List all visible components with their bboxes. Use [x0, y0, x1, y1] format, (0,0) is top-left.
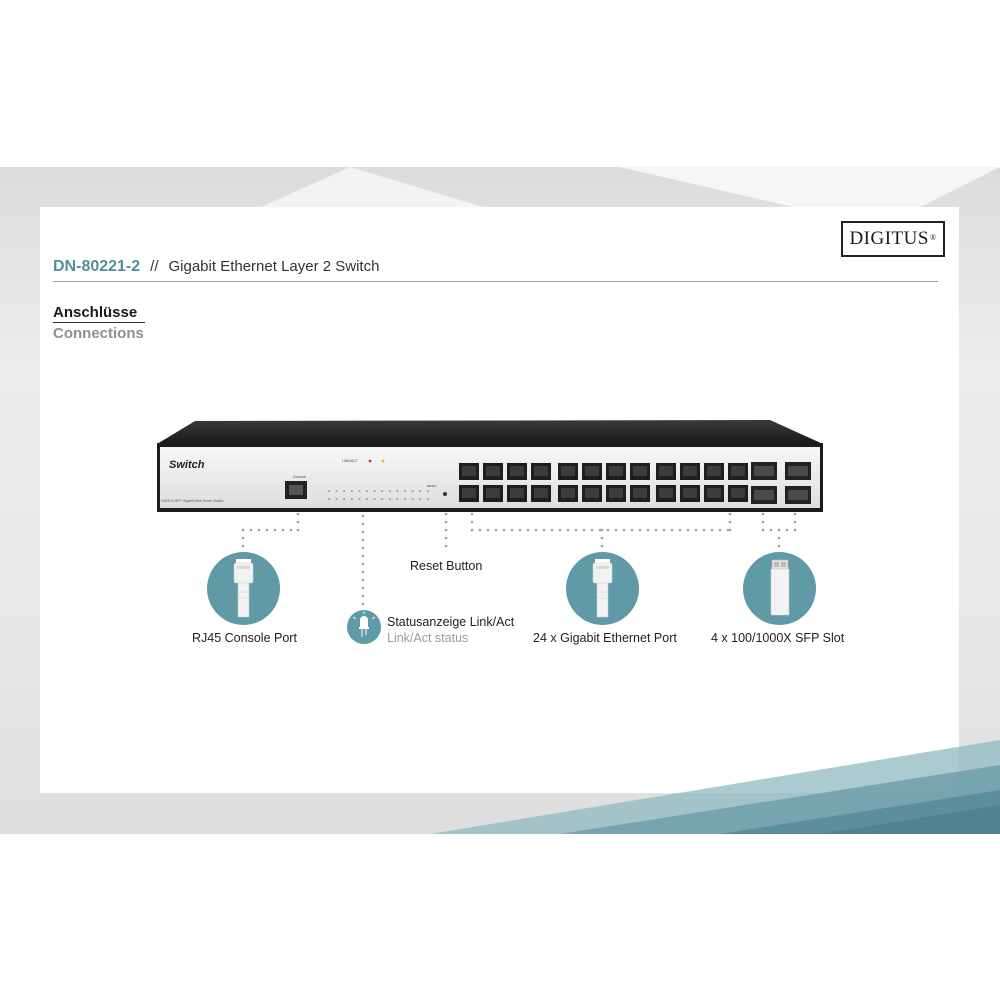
switch-top [157, 420, 823, 444]
ethernet-port-jack [609, 466, 623, 476]
status-led [388, 498, 391, 500]
legend-led-red [368, 459, 372, 463]
status-led [404, 490, 406, 492]
ethernet-port-jack [534, 466, 548, 476]
sfp-slots [751, 462, 811, 504]
ethernet-port-jack [731, 466, 745, 476]
ethernet-ports [459, 463, 748, 502]
sfp-callout-label: 4 x 100/1000X SFP Slot [711, 631, 845, 645]
ethernet-port-jack [659, 488, 673, 498]
sfp-slot-opening [788, 490, 808, 500]
status-led [419, 490, 422, 492]
status-callout-label-de: Statusanzeige Link/Act [387, 615, 515, 629]
reset-callout-label: Reset Button [410, 559, 483, 573]
ethernet-port-jack [561, 488, 575, 498]
switch-device: Switch 24GE+4 SFP Gigabit Web Smart Swit… [157, 420, 823, 512]
sfp-slot-opening [754, 490, 774, 500]
legend-led-amber [381, 459, 385, 463]
status-led [396, 490, 399, 492]
product-name: Gigabit Ethernet Layer 2 Switch [168, 258, 380, 275]
rj45-plug-icon [233, 559, 254, 618]
status-led [411, 498, 414, 500]
switch-brand-label: Switch [169, 459, 205, 471]
ethernet-port-jack [510, 488, 524, 498]
status-led [366, 490, 368, 492]
status-led [381, 490, 384, 492]
ethernet-port-jack [633, 466, 647, 476]
ethernet-callout-label: 24 x Gigabit Ethernet Port [533, 631, 677, 645]
ethernet-port-jack [486, 488, 500, 498]
ethernet-port-jack [731, 488, 745, 498]
sfp-callout-circle [743, 552, 816, 625]
status-led [426, 498, 429, 500]
ethernet-port-jack [683, 488, 697, 498]
console-callout-circle [207, 552, 280, 625]
sfp-module-icon [770, 559, 790, 616]
console-port-jack [289, 485, 303, 495]
ethernet-port-jack [585, 488, 599, 498]
console-port-label: Console [293, 475, 306, 479]
status-callout-circle [347, 610, 381, 644]
digitus-logo: DIGITUS® [841, 221, 945, 257]
status-led [366, 498, 368, 500]
status-led [396, 498, 399, 500]
reset-button[interactable] [443, 492, 447, 496]
registered-mark: ® [929, 232, 937, 242]
status-led [350, 498, 353, 500]
status-led [419, 498, 422, 500]
logo-text: DIGITUS [849, 228, 929, 249]
status-leds [328, 490, 429, 500]
status-led [343, 490, 346, 492]
status-led [328, 498, 330, 500]
section-title-de: Anschlüsse [53, 304, 145, 323]
model-number: DN-80221-2 [53, 258, 141, 275]
status-led [411, 490, 414, 492]
status-led [358, 490, 361, 492]
sfp-slot-opening [788, 466, 808, 476]
status-led [328, 490, 330, 492]
ethernet-port-jack [707, 488, 721, 498]
ethernet-port-jack [609, 488, 623, 498]
ethernet-port-jack [561, 466, 575, 476]
status-callout-label-en: Link/Act status [387, 631, 469, 645]
ethernet-port-jack [707, 466, 721, 476]
status-led [335, 498, 338, 500]
status-led [358, 498, 361, 500]
ethernet-port-jack [683, 466, 697, 476]
ethernet-port-jack [510, 466, 524, 476]
section-title-en: Connections [53, 325, 144, 342]
ethernet-port-jack [462, 466, 476, 476]
status-led [381, 498, 384, 500]
ethernet-port-jack [486, 466, 500, 476]
status-led [426, 490, 429, 492]
status-led [350, 490, 353, 492]
reset-label: RESET [427, 484, 437, 488]
ethernet-port-jack [585, 466, 599, 476]
rj45-plug-icon [592, 559, 613, 618]
status-led [404, 498, 406, 500]
status-led [373, 490, 376, 492]
header-line: DN-80221-2 // Gigabit Ethernet Layer 2 S… [53, 258, 938, 282]
sfp-slot-opening [754, 466, 774, 476]
switch-caption: 24GE+4 SFP Gigabit Web Smart Switch [161, 499, 223, 503]
ethernet-callout-circle [566, 552, 639, 625]
status-legend: LINK/ACT [342, 459, 359, 463]
status-led [388, 490, 391, 492]
ethernet-port-jack [659, 466, 673, 476]
status-led [373, 498, 376, 500]
led-icon [352, 611, 376, 637]
ethernet-port-jack [462, 488, 476, 498]
status-led [335, 490, 338, 492]
console-callout-label: RJ45 Console Port [192, 631, 297, 645]
ethernet-port-jack [534, 488, 548, 498]
ethernet-port-jack [633, 488, 647, 498]
header-separator: // [150, 258, 159, 275]
status-led [343, 498, 346, 500]
